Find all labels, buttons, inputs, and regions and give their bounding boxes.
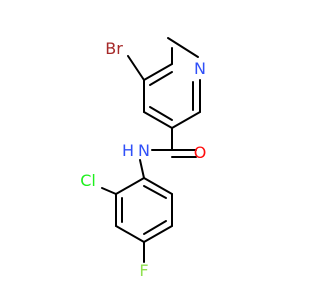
bond [171,111,201,129]
bond [139,159,145,179]
bond [149,71,173,86]
bond [143,63,173,81]
bond [143,225,173,243]
bond [115,225,145,243]
amide-nitrogen-label: N [138,141,150,160]
chlorine-label: Cl [80,171,96,190]
bond [143,220,167,235]
bond [101,187,117,195]
amide-group [139,127,197,179]
amide-hydrogen-label: H [122,141,134,160]
bond [143,111,173,129]
oxygen-label: O [194,143,207,162]
pyridine-ring [143,37,201,129]
bond [115,177,145,195]
structure-diagram: Br N N H O Cl F [80,37,207,280]
fluorine-label: F [139,261,148,280]
bromine-label: Br [105,39,123,58]
pyridine-nitrogen-label: N [194,59,206,78]
bond [143,177,173,195]
bond [167,37,199,58]
bond [149,106,173,121]
bond [127,55,145,81]
phenyl-ring [115,177,173,243]
bond [143,185,167,199]
